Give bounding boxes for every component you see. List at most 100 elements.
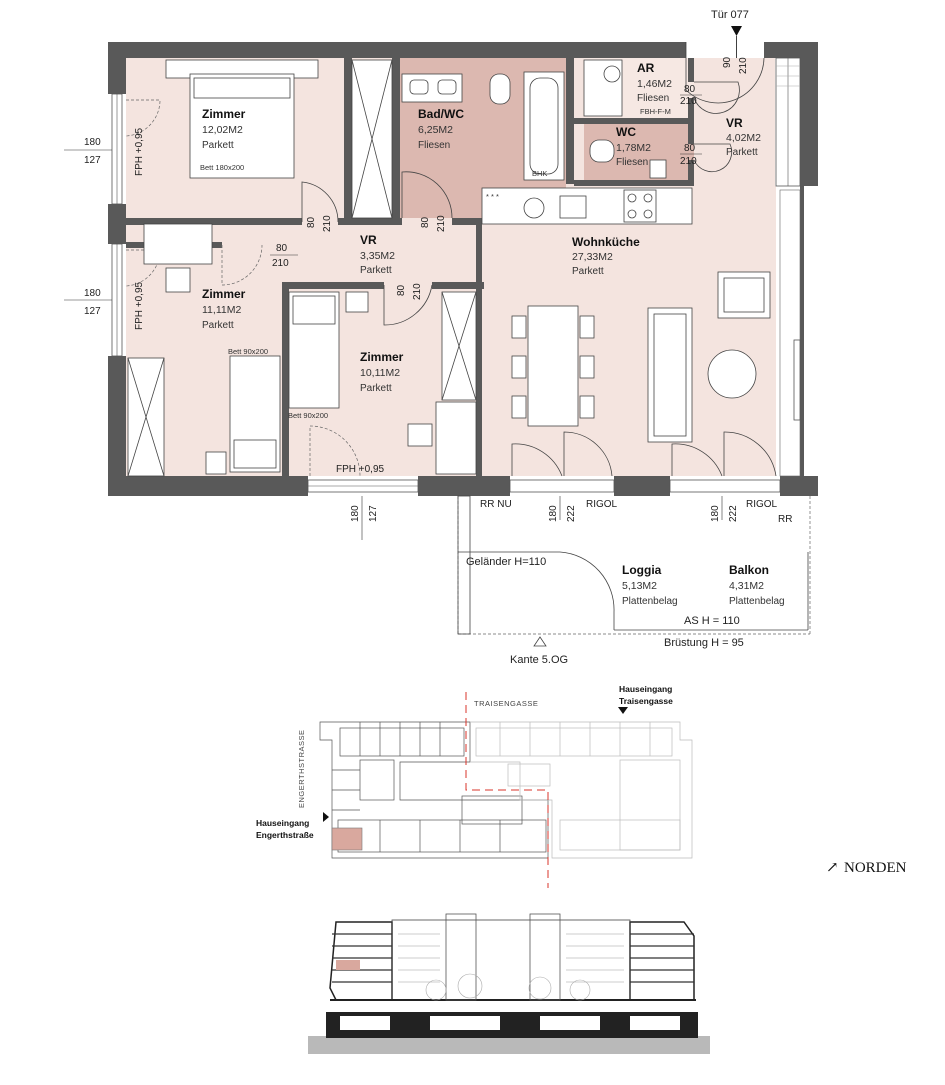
room-surface: Parkett bbox=[726, 147, 758, 158]
toilet-1 bbox=[489, 73, 511, 105]
room-label-balkon: Balkon 4,31M2 Plattenbelag bbox=[729, 563, 785, 607]
heating-note: FBH-F-M bbox=[640, 107, 671, 116]
north-arrow-icon: ↗ bbox=[826, 860, 839, 876]
edge-label: Kante 5.OG bbox=[510, 654, 568, 666]
room-name: Balkon bbox=[729, 563, 769, 577]
single-bed-3 bbox=[288, 291, 340, 409]
kante-marker-icon bbox=[533, 636, 547, 647]
room-surface: Fliesen bbox=[637, 93, 669, 104]
railing-label: Geländer H=110 bbox=[466, 556, 546, 568]
room-surface: Plattenbelag bbox=[729, 596, 785, 607]
room-name: VR bbox=[726, 116, 743, 130]
room-area: 4,02M2 bbox=[726, 132, 761, 144]
bed-size: Bett 180x200 bbox=[200, 163, 244, 172]
room-name: Zimmer bbox=[202, 287, 246, 301]
building-section bbox=[308, 913, 710, 1054]
fph-label: FPH +0,95 bbox=[336, 464, 385, 475]
dim-value: 222 bbox=[728, 505, 739, 522]
dim-value: 180 bbox=[84, 137, 101, 148]
highlighted-unit bbox=[331, 827, 363, 851]
double-sink bbox=[401, 73, 463, 103]
round-table bbox=[707, 349, 757, 399]
room-area: 27,33M2 bbox=[572, 251, 613, 263]
room-area: 11,11M2 bbox=[202, 304, 241, 316]
room-surface: Parkett bbox=[360, 265, 392, 276]
room-surface: Parkett bbox=[360, 383, 392, 394]
dim-value: 90 bbox=[722, 56, 733, 68]
dim-value: 222 bbox=[566, 505, 577, 522]
room-surface: Plattenbelag bbox=[622, 596, 678, 607]
street-name-top: TRAISENGASSE bbox=[474, 699, 538, 708]
dim-value: 210 bbox=[272, 258, 289, 269]
highlighted-floor bbox=[336, 960, 360, 970]
door-number: Tür 077 bbox=[711, 9, 749, 21]
room-name: AR bbox=[637, 61, 655, 75]
door-dimensions: 80 210 80 210 80 210 80 210 80 210 80 21… bbox=[270, 56, 749, 300]
parapet-label: Brüstung H = 95 bbox=[664, 637, 744, 649]
toilet-2 bbox=[589, 139, 615, 163]
room-area: 6,25M2 bbox=[418, 124, 453, 136]
rigol-label: RIGOL bbox=[586, 499, 618, 510]
room-area: 3,35M2 bbox=[360, 250, 395, 262]
room-name: Zimmer bbox=[360, 350, 404, 364]
room-name: Loggia bbox=[622, 563, 662, 577]
room-label-zimmer3: Zimmer 10,11M2 Parkett Bett 90x200 bbox=[288, 350, 404, 420]
room-label-badwc: Bad/WC 6,25M2 Fliesen BHK bbox=[418, 107, 547, 178]
room-surface: Parkett bbox=[202, 320, 234, 331]
room-area: 4,31M2 bbox=[729, 580, 764, 592]
fph-label: FPH +0,95 bbox=[134, 281, 145, 330]
entrance-label: Hauseingang bbox=[619, 684, 672, 694]
dim-value: 180 bbox=[350, 505, 361, 522]
dim-value: 210 bbox=[412, 283, 423, 300]
dim-value: 210 bbox=[680, 156, 697, 167]
walls bbox=[108, 42, 818, 496]
double-bed bbox=[189, 73, 295, 179]
dim-value: 210 bbox=[680, 96, 697, 107]
room-name: VR bbox=[360, 233, 377, 247]
dining-table bbox=[527, 305, 579, 427]
room-name: WC bbox=[616, 125, 636, 139]
kitchen-marks: * * * bbox=[486, 192, 499, 201]
furniture bbox=[127, 59, 771, 477]
terrace bbox=[457, 495, 811, 635]
dim-value: 127 bbox=[84, 306, 101, 317]
bathtub-label: BHK bbox=[532, 169, 547, 178]
dim-value: 210 bbox=[322, 215, 333, 232]
room-area: 12,02M2 bbox=[202, 124, 243, 136]
dim-value: 210 bbox=[738, 57, 749, 74]
kitchen-counter bbox=[481, 187, 693, 225]
rr-nu-label: RR NU bbox=[480, 499, 512, 510]
bed-size: Bett 90x200 bbox=[288, 411, 328, 420]
street-name-left: ENGERTHSTRASSE bbox=[297, 729, 306, 808]
entrance-arrow-icon bbox=[323, 812, 329, 822]
site-plan bbox=[319, 692, 693, 888]
bed-size: Bett 90x200 bbox=[228, 347, 268, 356]
room-label-loggia: Loggia 5,13M2 Plattenbelag bbox=[622, 563, 678, 607]
room-label-ar: AR 1,46M2 Fliesen FBH-F-M bbox=[637, 61, 672, 116]
section-line bbox=[465, 692, 549, 888]
single-bed-2 bbox=[229, 355, 281, 473]
room-surface: Fliesen bbox=[616, 157, 648, 168]
dim-value: 180 bbox=[710, 505, 721, 522]
dim-value: 180 bbox=[548, 505, 559, 522]
dim-value: 127 bbox=[368, 505, 379, 522]
dim-value: 80 bbox=[306, 216, 317, 228]
north-label: NORDEN bbox=[844, 860, 907, 876]
window-dimensions: 180 127 180 127 180 127 180 222 180 222 bbox=[84, 137, 739, 522]
room-area: 10,11M2 bbox=[360, 367, 400, 379]
washer bbox=[583, 59, 623, 117]
entrance-label: Traisengasse bbox=[619, 696, 673, 706]
room-label-vr-hall: VR 3,35M2 Parkett bbox=[360, 233, 395, 276]
sofa bbox=[647, 307, 693, 443]
room-label-zimmer1: Zimmer 12,02M2 Parkett Bett 180x200 bbox=[200, 107, 246, 172]
fph-label: FPH +0,95 bbox=[134, 127, 145, 176]
room-label-zimmer2: Zimmer 11,11M2 Parkett Bett 90x200 bbox=[202, 287, 268, 356]
room-label-wc: WC 1,78M2 Fliesen bbox=[616, 125, 651, 168]
dim-value: 80 bbox=[396, 284, 407, 296]
dim-value: 210 bbox=[436, 215, 447, 232]
room-name: Bad/WC bbox=[418, 107, 464, 121]
room-label-vr-entry: VR 4,02M2 Parkett bbox=[726, 116, 761, 158]
door-swings bbox=[125, 42, 777, 477]
